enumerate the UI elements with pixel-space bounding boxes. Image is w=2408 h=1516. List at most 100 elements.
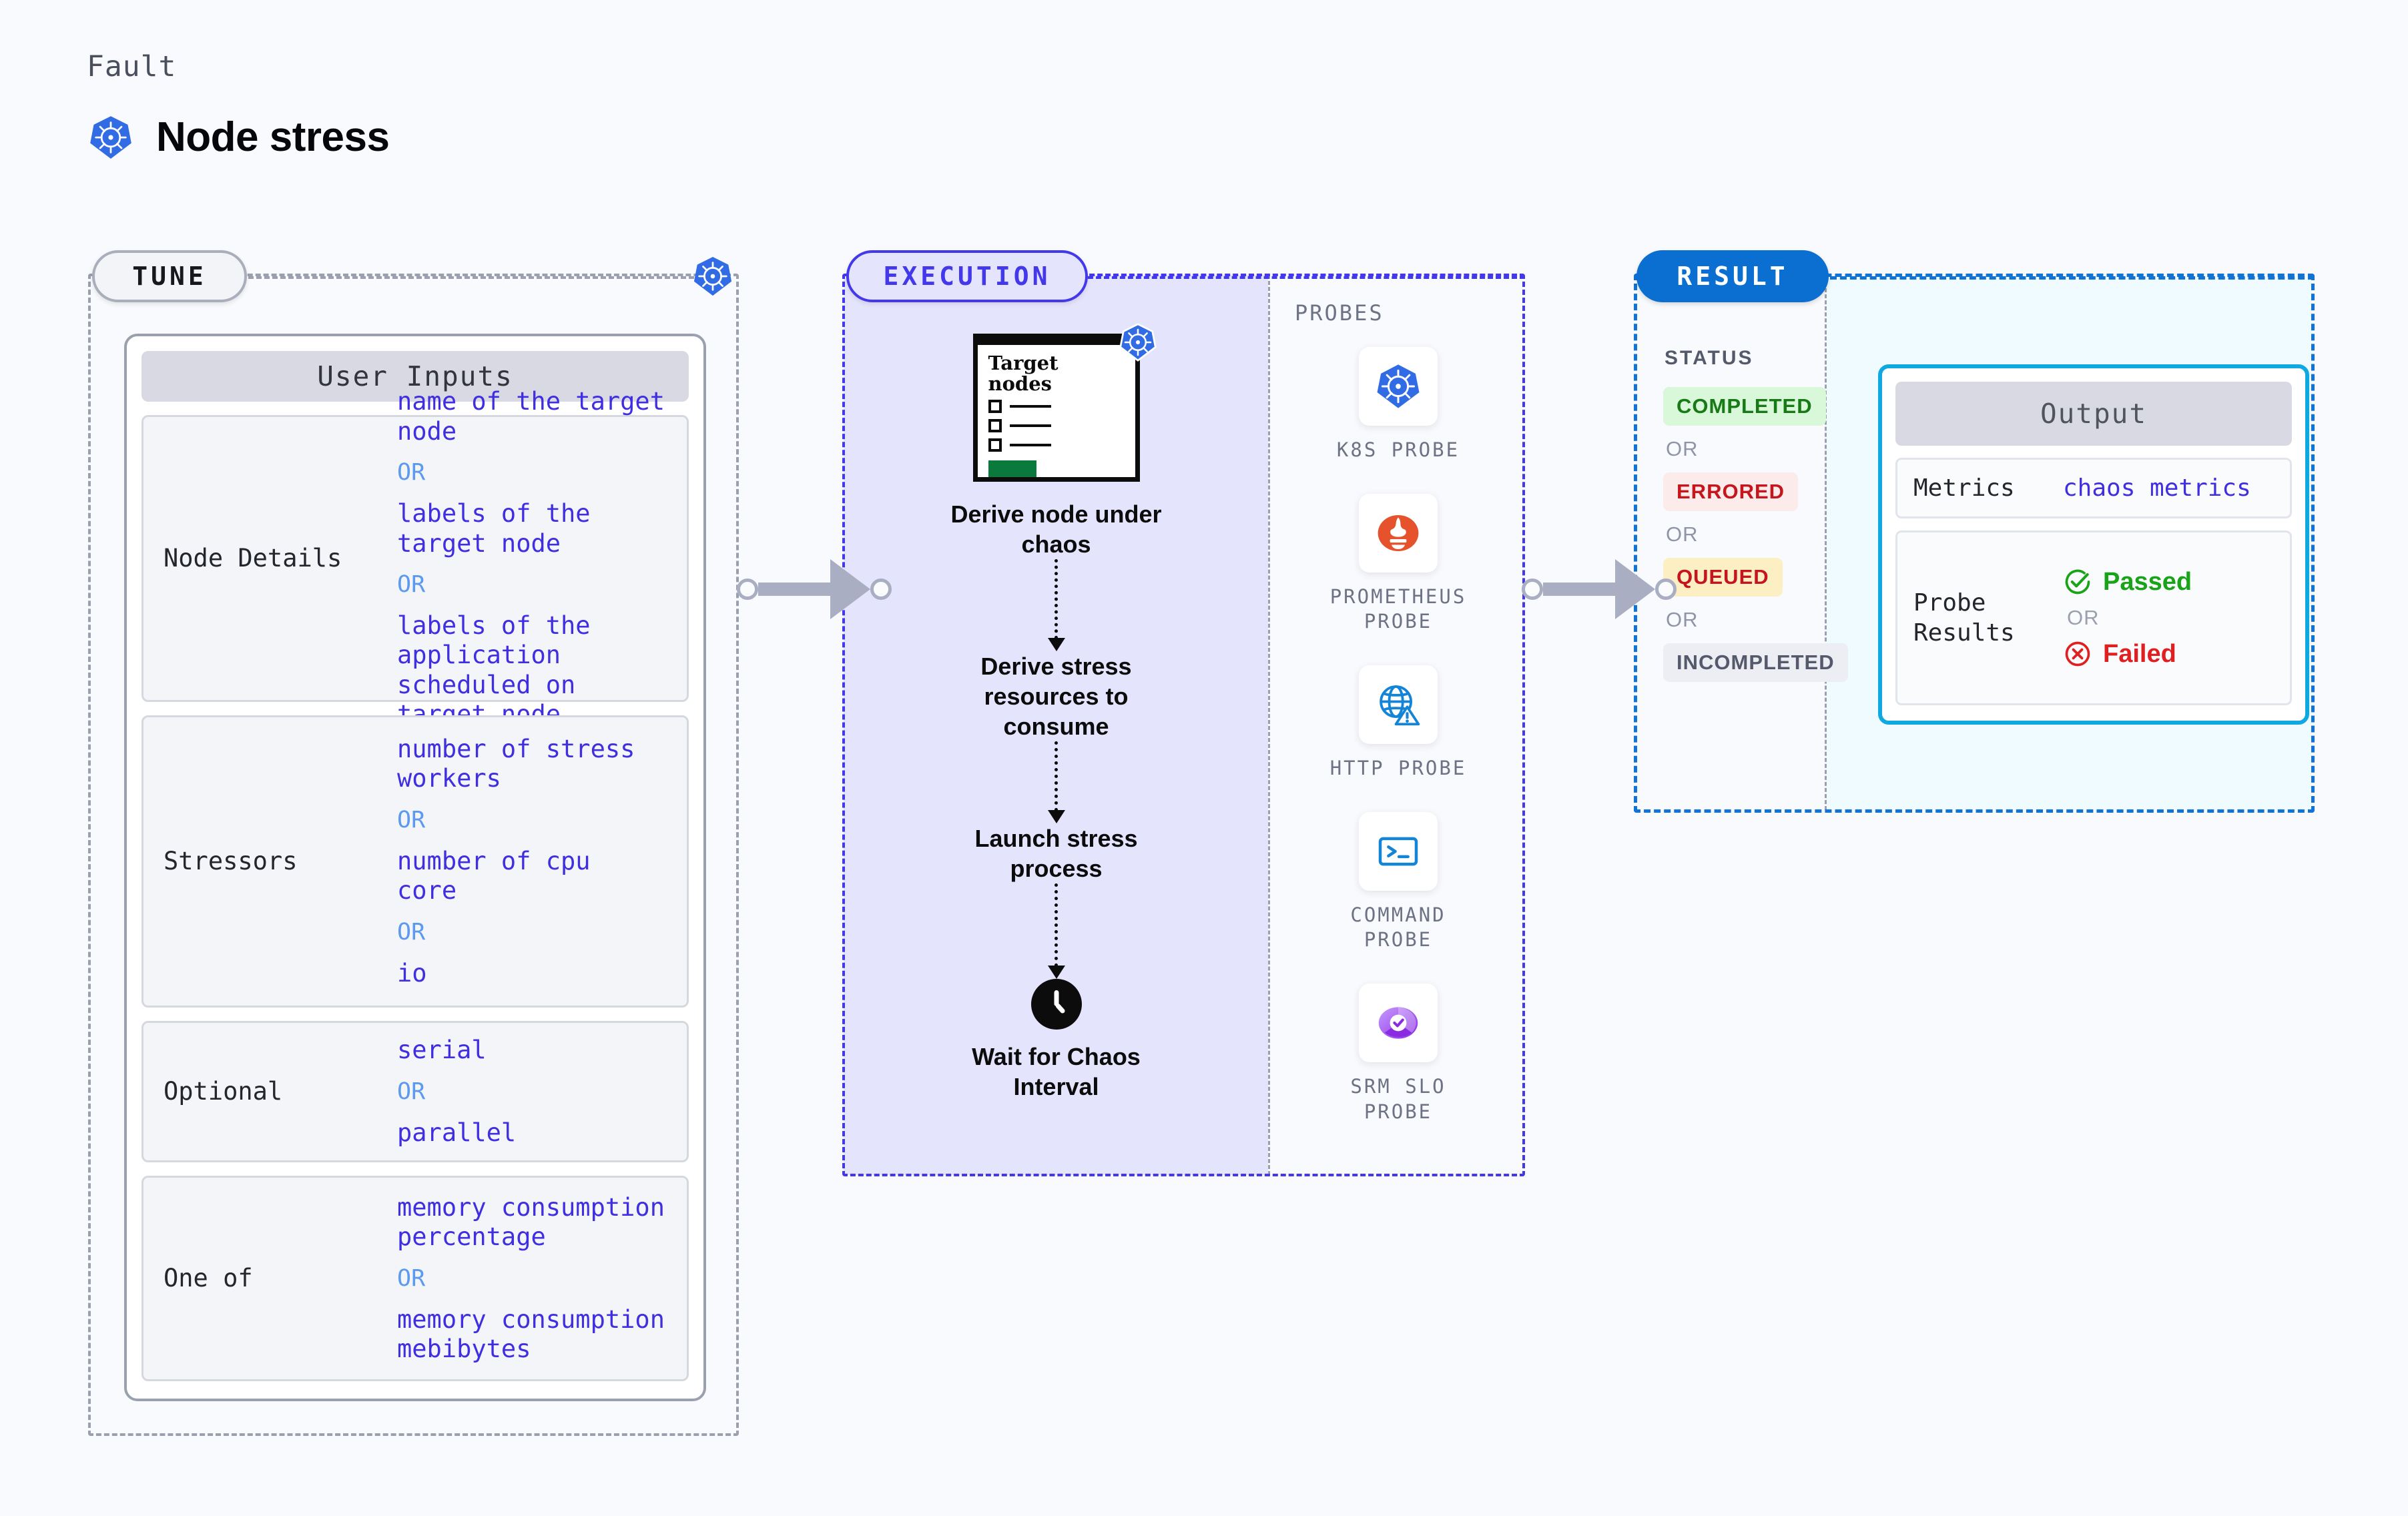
input-value: parallel <box>397 1118 517 1147</box>
fault-title-row: Node stress <box>88 113 390 161</box>
input-row-node-details: Node Details name of the target node OR … <box>141 387 689 729</box>
connector-arrowhead <box>830 559 870 619</box>
execution-badge[interactable]: EXECUTION <box>846 250 1088 302</box>
probe-label: SRM SLO PROBE <box>1350 1075 1446 1123</box>
tune-region <box>88 274 739 1436</box>
flow-step-label: Derive stress resources to consume <box>980 653 1132 740</box>
execution-leader-line <box>1088 276 1525 279</box>
output-header: Output <box>1895 382 2292 446</box>
connector-dot <box>1522 579 1543 600</box>
result-badge[interactable]: RESULT <box>1636 250 1829 302</box>
input-value: io <box>397 958 427 988</box>
checkbox-icon <box>988 400 1002 413</box>
probe-result-failed: Failed <box>2063 639 2192 669</box>
user-inputs-card: User Inputs Node Details name of the tar… <box>124 334 706 1401</box>
flow-arrow <box>1047 883 1065 979</box>
row-values: number of stress workers OR number of cp… <box>397 735 635 988</box>
prometheus-icon <box>1378 514 1419 551</box>
output-card: Output Metrics chaos metrics Probe Resul… <box>1878 364 2309 725</box>
connector-execution-to-result <box>1522 559 1677 619</box>
or-separator: OR <box>2067 606 2100 629</box>
probe-item-http[interactable]: HTTP PROBE <box>1311 665 1485 781</box>
row-key: Probe Results <box>1913 589 2015 647</box>
node-list-item <box>988 400 1135 413</box>
probe-item-prometheus[interactable]: PROMETHEUS PROBE <box>1311 493 1485 635</box>
probe-label: K8S PROBE <box>1336 438 1460 461</box>
connector-dot <box>1655 579 1677 600</box>
clock-icon <box>1030 979 1082 1030</box>
row-key: Node Details <box>164 543 342 573</box>
flow-arrow <box>1047 559 1065 651</box>
probe-item-command[interactable]: COMMAND PROBE <box>1311 811 1485 953</box>
execution-flow: Target nodes <box>868 323 1245 1102</box>
metrics-value: chaos metrics <box>2063 474 2251 502</box>
status-title: STATUS <box>1665 347 1754 369</box>
kubernetes-icon <box>90 115 131 159</box>
result-leader-line <box>1830 276 2315 280</box>
or-separator: OR <box>1666 437 1699 460</box>
input-row-one-of: One of memory consumption percentage OR … <box>141 1176 689 1381</box>
tune-leader-line <box>248 276 702 279</box>
input-row-optional: Optional serial OR parallel <box>141 1021 689 1162</box>
probe-label: PROMETHEUS PROBE <box>1329 585 1467 633</box>
or-separator: OR <box>397 1078 426 1105</box>
or-separator: OR <box>397 571 426 599</box>
result-region <box>1634 274 2315 813</box>
or-separator: OR <box>397 806 426 833</box>
flow-arrow <box>1047 741 1065 823</box>
or-separator: OR <box>397 1264 426 1292</box>
row-values: serial OR parallel <box>397 1036 516 1148</box>
input-value: name of the target node <box>397 387 665 446</box>
status-badge-errored: ERRORED <box>1663 472 1799 511</box>
connector-tune-to-execution <box>737 559 892 619</box>
target-nodes-title: Target nodes <box>988 352 1059 395</box>
probe-label: COMMAND PROBE <box>1350 903 1446 952</box>
or-separator: OR <box>397 459 426 486</box>
probe-label: HTTP PROBE <box>1329 757 1467 780</box>
connector-bar <box>758 583 832 596</box>
node-list-item <box>988 438 1135 452</box>
or-separator: OR <box>397 918 426 945</box>
node-list-item <box>988 419 1135 432</box>
srm-slo-icon <box>1378 1007 1418 1039</box>
card-titlebar <box>977 338 1135 346</box>
status-badge-incompleted: INCOMPLETED <box>1663 643 1848 682</box>
connector-bar <box>1543 583 1616 596</box>
failed-label: Failed <box>2103 639 2176 668</box>
kubernetes-icon <box>693 256 732 296</box>
progress-bar <box>988 460 1036 477</box>
flow-step-label: Launch stress process <box>974 825 1138 882</box>
probe-item-k8s[interactable]: K8S PROBE <box>1311 347 1485 463</box>
row-key: Metrics <box>1913 474 2015 502</box>
page-title: Node stress <box>156 114 390 160</box>
row-values: memory consumption percentage OR memory … <box>397 1193 665 1365</box>
check-circle-icon <box>2065 569 2090 595</box>
input-value: memory consumption percentage <box>397 1192 665 1252</box>
connector-dot <box>737 579 758 600</box>
row-key: One of <box>164 1263 253 1292</box>
fault-label: Fault <box>87 50 177 83</box>
tune-badge[interactable]: TUNE <box>92 250 247 302</box>
flow-step-label: Wait for Chaos Interval <box>972 1043 1141 1100</box>
output-row-metrics: Metrics chaos metrics <box>1895 458 2292 518</box>
probes-title: PROBES <box>1295 300 1384 326</box>
status-badge-queued: QUEUED <box>1663 558 1783 597</box>
row-values: name of the target node OR labels of the… <box>397 387 675 729</box>
input-value: memory consumption mebibytes <box>397 1304 665 1363</box>
probe-result-values: Passed OR Failed <box>2063 567 2192 669</box>
input-value: number of stress workers <box>397 735 635 793</box>
status-badge-completed: COMPLETED <box>1663 387 1826 426</box>
input-value: labels of the application scheduled on t… <box>397 611 591 729</box>
target-nodes-card: Target nodes <box>972 323 1157 482</box>
row-key: Optional <box>164 1076 283 1106</box>
passed-label: Passed <box>2103 567 2192 596</box>
or-separator: OR <box>1666 522 1699 546</box>
probe-item-srm-slo[interactable]: SRM SLO PROBE <box>1311 984 1485 1124</box>
kubernetes-icon <box>1119 323 1157 362</box>
status-list: COMPLETED OR ERRORED OR QUEUED OR INCOMP… <box>1663 387 1848 682</box>
connector-dot <box>870 579 892 600</box>
checkbox-icon <box>988 438 1002 452</box>
input-value: serial <box>397 1036 487 1065</box>
kubernetes-icon <box>1377 364 1420 408</box>
